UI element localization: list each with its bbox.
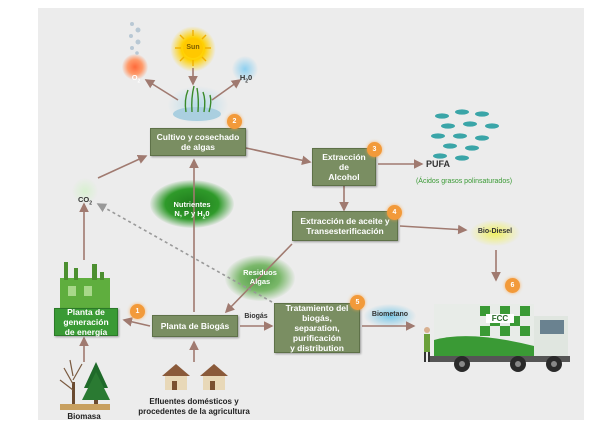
badge-2: 2 [227,114,242,129]
sun-label: Sun [186,44,200,51]
h2o-label: H20 [239,73,253,85]
effluents-label: Efluentes domésticos y procedentes de la… [138,397,250,416]
truck-brand-label: FCC [486,314,514,323]
h2o-glow [232,56,258,82]
arrow-cultivo-to-alcohol [245,147,312,165]
biomasa-label: Biomasa [67,412,101,421]
co2-glow [72,178,98,204]
box-tratamiento-biogas: Tratamiento del biogás, separation, puri… [274,303,360,353]
fish-icon [431,109,499,161]
arrow-pond-to-h2o [211,79,242,101]
box-planta-energia: Planta de generación de energía [54,307,118,337]
badge-4: 4 [387,205,402,220]
box-planta-biogas: Planta de Biogás [152,315,238,337]
arrow-co2-to-cultivo [97,154,148,179]
arrow-residues-to-biogas [224,243,293,314]
box-extraccion-alcohol: Extracción de Alcohol [312,148,376,186]
biogas-edge-label: Biogás [244,313,268,320]
arrow-biogas-to-energia [122,317,151,327]
algae-pond-icon [173,85,221,121]
arrow-pond-to-o2 [144,79,179,101]
o2-label: O2 [131,73,141,85]
nutrients-label: Nutrientes N, P y H20 [173,200,211,221]
pufa-label: PUFA [426,159,451,169]
pufa-description: (Ácidos grasos polinsaturados) [415,178,513,185]
co2-label: CO2 [77,195,93,207]
badge-1: 1 [130,304,145,319]
badge-6: 6 [505,278,520,293]
garbage-truck-icon [424,304,570,372]
box-extraccion-aceite: Extracción de aceite y Transesterificaci… [292,211,398,241]
o2-glow [122,54,148,80]
houses-icon [162,364,228,390]
trees-icon [59,359,110,410]
badge-3: 3 [367,142,382,157]
box-cultivo-algas: Cultivo y cosechado de algas [150,128,246,156]
sun-icon [175,30,211,66]
residues-label: Residuos Algas [243,268,277,286]
arrow-aceite-to-biodiesel [399,224,468,235]
biodiesel-label: Bio-Diesel [477,228,513,235]
biometano-label: Biometano [371,311,409,318]
bubbles-icon [129,22,141,55]
nutrients-glow [150,180,234,228]
badge-5: 5 [350,295,365,310]
biodiesel-glow [470,220,520,246]
power-plant-icon [60,262,110,308]
